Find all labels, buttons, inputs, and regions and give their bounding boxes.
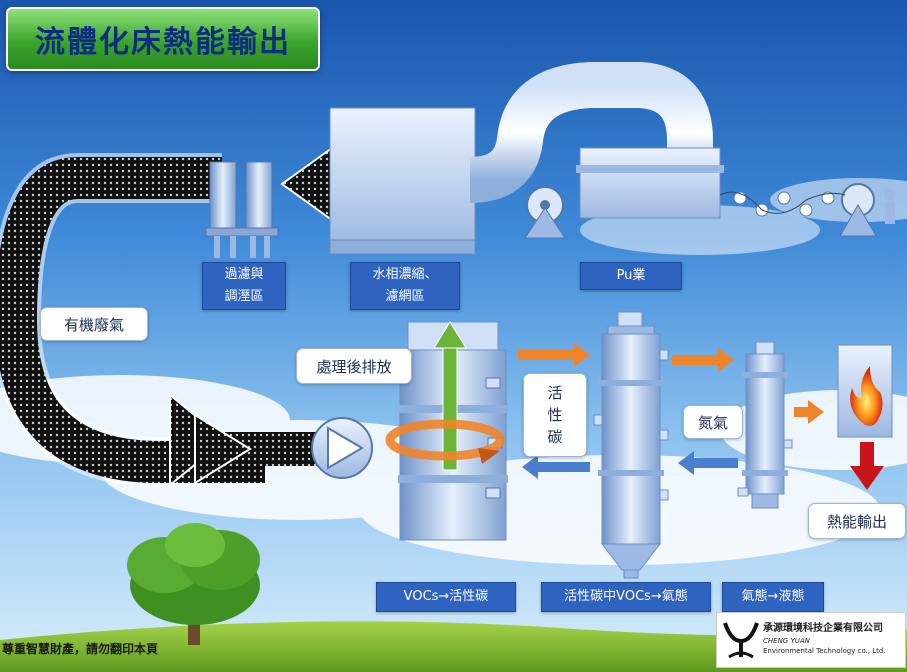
flow-arrows xyxy=(518,343,884,490)
copyright-notice: 尊重智慧財產，請勿翻印本頁 xyxy=(2,642,159,656)
fluidized-bed-reactor xyxy=(385,321,508,541)
pu-machine xyxy=(524,147,896,239)
water-phase-unit xyxy=(329,107,476,255)
company-name-cn: 承源環境科技企業有限公司 xyxy=(763,623,883,634)
water-phase-label: 水相濃縮、 濾網區 xyxy=(350,262,460,310)
air-duct xyxy=(468,62,713,203)
filter-area-label: 過濾與 調溼區 xyxy=(202,262,286,310)
company-name-en-sub: Environmental Technology co., Ltd. xyxy=(763,647,886,655)
tree-illustration xyxy=(127,523,260,645)
step-carbon-to-gas-label: 活性碳中VOCs→氣態 xyxy=(541,582,711,612)
nitrogen-label: 氮氣 xyxy=(683,405,743,439)
page-title: 流體化床熱能輸出 xyxy=(6,7,320,71)
worker-figure xyxy=(884,189,896,224)
furnace-box xyxy=(837,344,893,438)
blower-pump xyxy=(311,417,373,479)
treated-exhaust-label: 處理後排放 xyxy=(296,348,412,384)
step-gas-to-liquid-label: 氣態→液態 xyxy=(722,582,824,612)
condenser-column xyxy=(737,341,793,509)
grass-hill xyxy=(0,621,907,672)
heat-output-label: 熱能輸出 xyxy=(808,503,906,539)
organic-gas-loop-arrow xyxy=(0,157,265,483)
company-logo-box: 承源環境科技企業有限公司 CHENG YUAN Environmental Te… xyxy=(716,612,906,668)
filter-unit xyxy=(205,161,279,258)
inlet-arrow-head xyxy=(194,413,252,485)
desorption-column xyxy=(593,311,669,579)
step-voc-to-carbon-label: VOCs→活性碳 xyxy=(376,582,516,612)
pu-industry-label: Pu業 xyxy=(580,262,682,290)
company-logo-icon xyxy=(723,622,759,659)
organic-waste-gas-label: 有機廢氣 xyxy=(40,307,148,341)
activated-carbon-label: 活 性 碳 xyxy=(523,373,587,457)
company-name-en: CHENG YUAN xyxy=(763,637,810,645)
flame-icon xyxy=(850,366,883,426)
